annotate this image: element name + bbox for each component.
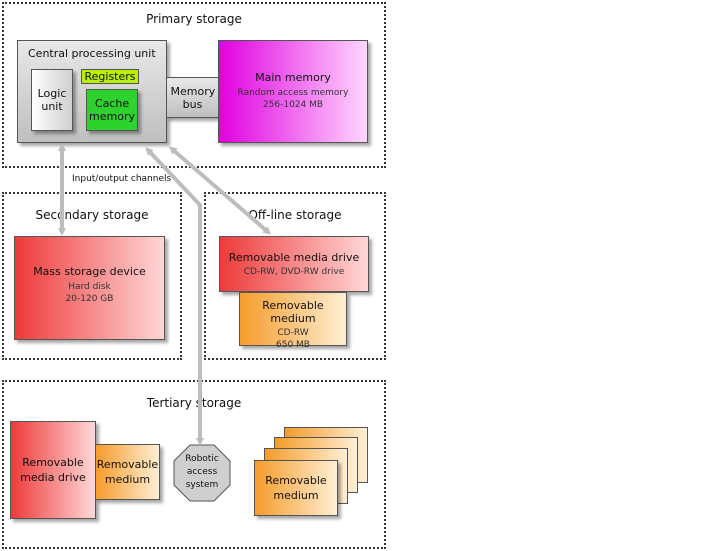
main-memory-size: 256-1024 MB (262, 100, 324, 110)
offline-storage-title: Off-line storage (248, 208, 342, 222)
main-memory-box: Main memory Random access memory 256-102… (218, 40, 368, 143)
memory-bus-box: Memory bus (166, 77, 219, 118)
offline-medium-size: 650 MB (276, 340, 310, 350)
mass-storage-type: Hard disk (68, 282, 111, 292)
mass-storage-box: Mass storage device Hard disk 20-120 GB (14, 236, 165, 340)
offline-drive-label: Removable media drive (228, 251, 360, 264)
arrow-cpu-tertiary (145, 147, 204, 446)
mass-storage-label: Mass storage device (33, 265, 146, 278)
offline-drive-type: CD-RW, DVD-RW drive (243, 267, 345, 277)
offline-medium-box: Removable medium CD-RW 650 MB (239, 292, 347, 350)
offline-drive-box: Removable media drive CD-RW, DVD-RW driv… (219, 236, 369, 292)
tertiary-medium-label: Removable medium (96, 458, 159, 486)
main-memory-label: Main memory (255, 71, 331, 84)
robotic-access-label: Robotic access system (185, 454, 219, 490)
registers-label: Registers (84, 70, 136, 83)
robotic-octagon-shape (173, 444, 231, 502)
offline-medium-label: Removable medium (262, 299, 324, 325)
cpu-box: Central processing unit Logic unit Regis… (17, 40, 167, 143)
cpu-label: Central processing unit (28, 47, 156, 60)
tertiary-medium-box: Removable medium (95, 444, 160, 500)
media-stack-card-1: Removable medium (254, 460, 338, 516)
cache-memory-box: Cache memory (86, 89, 138, 131)
main-memory-type: Random access memory (237, 88, 349, 98)
logic-unit-box: Logic unit (31, 69, 73, 131)
offline-storage-region: Off-line storage (204, 192, 386, 360)
logic-unit-label: Logic unit (37, 87, 67, 113)
robotic-access-system: Robotic access system (173, 444, 231, 502)
mass-storage-size: 20-120 GB (65, 294, 114, 304)
offline-medium-type: CD-RW (277, 328, 309, 338)
memory-bus-label: Memory bus (170, 84, 216, 111)
tertiary-drive-label: Removable media drive (20, 456, 86, 484)
cache-memory-label: Cache memory (89, 97, 135, 123)
stack-medium-label: Removable medium (265, 474, 327, 502)
primary-storage-title: Primary storage (146, 12, 242, 26)
io-channels-label: Input/output channels (72, 174, 172, 184)
registers-box: Registers (81, 69, 139, 84)
tertiary-drive-box: Removable media drive (10, 421, 96, 519)
